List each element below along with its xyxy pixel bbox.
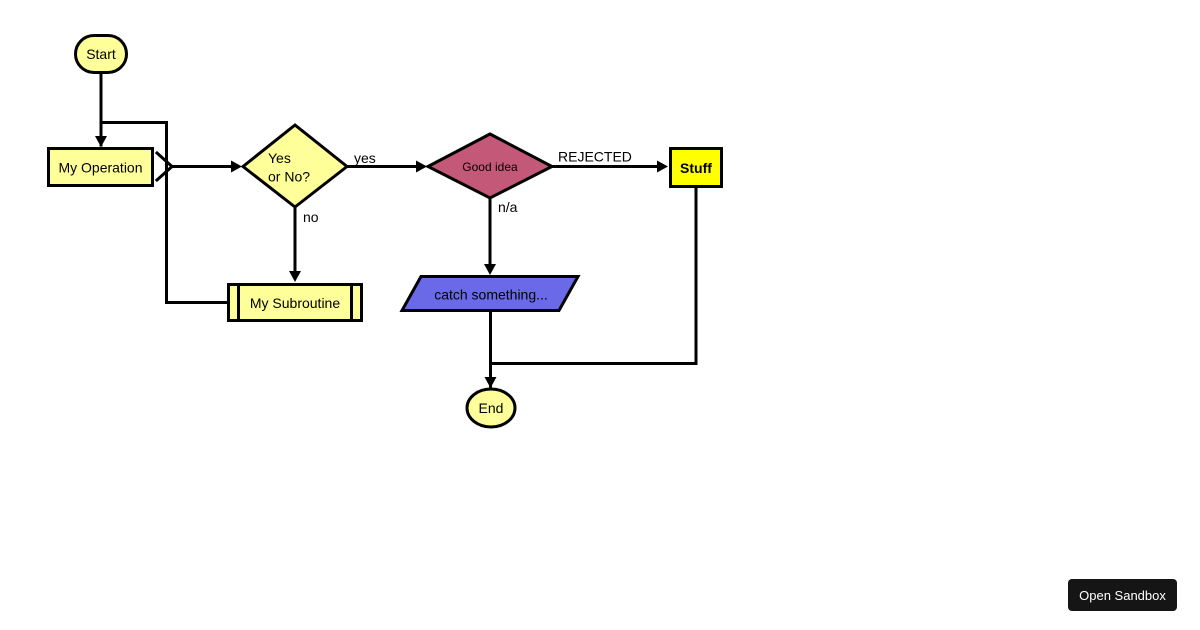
node-catch: catch something... [399, 275, 581, 312]
node-end: End [465, 387, 517, 429]
node-good-idea: Good idea [424, 132, 556, 200]
stuff-shape [669, 147, 723, 188]
edge-label-no: no [303, 209, 319, 225]
arrowhead-into-operation [95, 136, 107, 147]
arrowhead-into-condition [231, 160, 242, 173]
node-start: Start [74, 34, 128, 74]
operation-label: My Operation [58, 160, 142, 176]
edge-label-rejected: REJECTED [558, 149, 632, 165]
start-shape [74, 34, 128, 74]
arrowhead-into-end [484, 377, 497, 388]
end-label: End [479, 400, 504, 416]
start-label: Start [86, 46, 116, 62]
open-sandbox-button[interactable]: Open Sandbox [1068, 579, 1177, 611]
arrowhead-into-good-idea [416, 160, 427, 173]
arrowhead-into-catch [484, 264, 496, 275]
good-idea-shape [424, 132, 556, 200]
edge-operation-exit-chevron [154, 150, 175, 183]
arrowhead-into-stuff [657, 160, 668, 173]
node-condition: Yes or No? [240, 123, 350, 209]
operation-shape [47, 147, 154, 187]
edges [95, 70, 698, 388]
good-idea-label: Good idea [462, 160, 518, 174]
end-shape [465, 387, 517, 429]
catch-label: catch something... [434, 287, 548, 303]
open-sandbox-label: Open Sandbox [1079, 587, 1166, 603]
edge-subroutine-to-operation [99, 121, 230, 304]
stuff-label: Stuff [680, 160, 712, 176]
condition-shape [240, 123, 350, 209]
subroutine-shape [227, 283, 363, 322]
node-stuff: Stuff [669, 147, 723, 188]
subroutine-label: My Subroutine [250, 295, 340, 311]
node-operation: My Operation [47, 147, 154, 187]
catch-shape [399, 275, 581, 312]
node-subroutine: My Subroutine [227, 283, 363, 322]
edge-label-na: n/a [498, 199, 518, 215]
edge-labels: yes no REJECTED n/a [303, 149, 632, 226]
edge-label-yes: yes [354, 150, 376, 166]
condition-label-line1: Yes [268, 150, 291, 166]
condition-label-line2: or No? [268, 169, 310, 185]
edge-stuff-to-end-join [489, 185, 698, 365]
arrowhead-into-subroutine [289, 271, 301, 282]
